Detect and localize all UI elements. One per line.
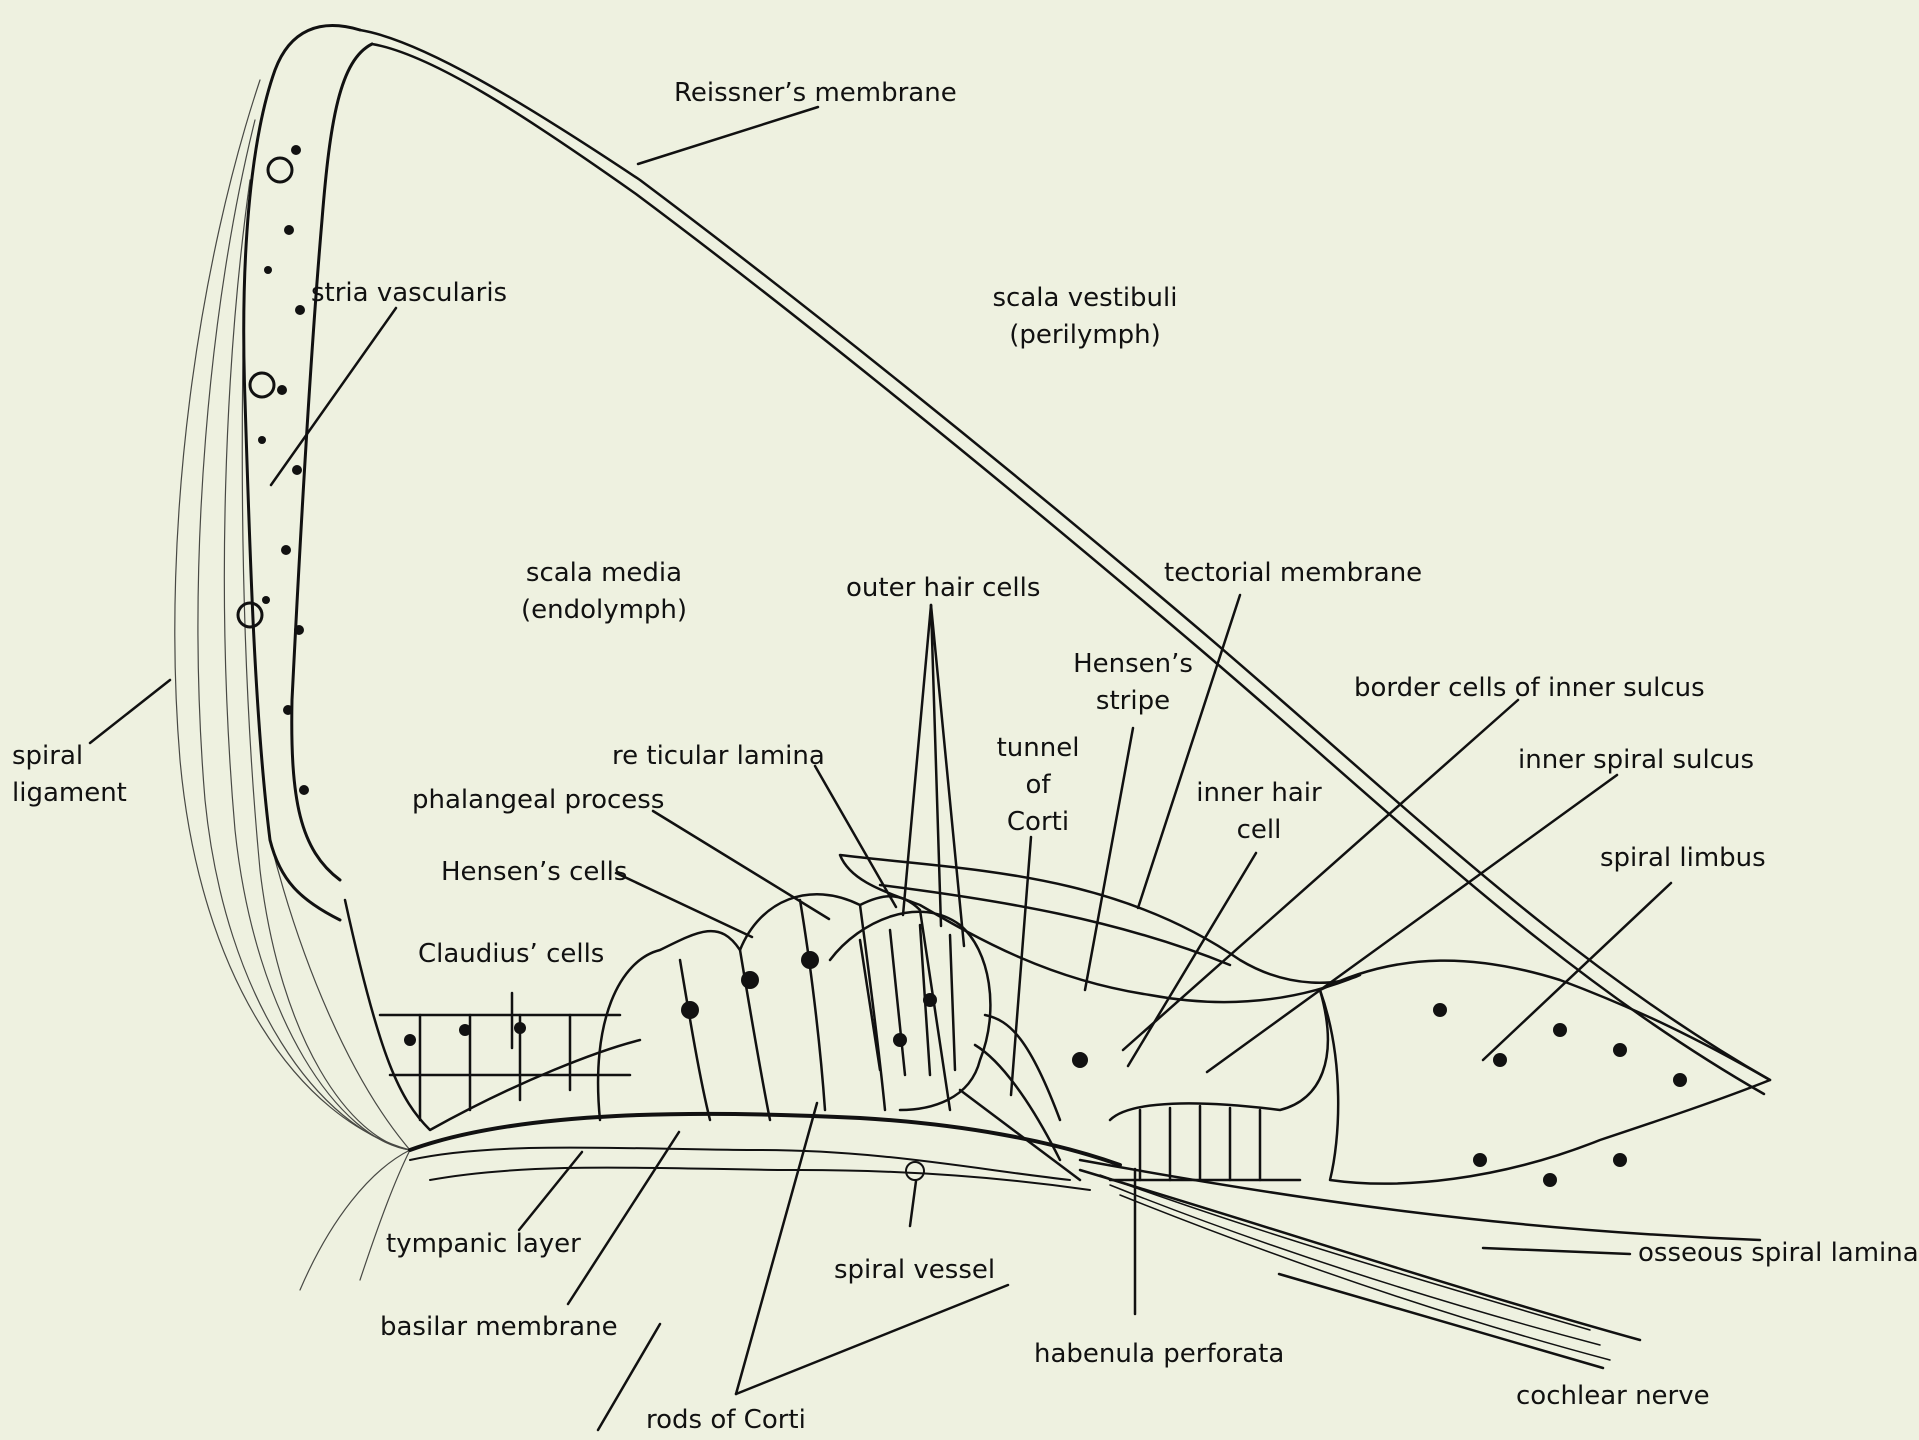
cochlear-nerve-fibers xyxy=(1100,1175,1610,1360)
label-scala-media-line2: (endolymph) xyxy=(504,592,704,629)
label-spiral-vessel: spiral vessel xyxy=(834,1252,995,1289)
label-reticular-lamina: re ticular lamina xyxy=(612,738,825,775)
label-phalangeal-process: phalangeal process xyxy=(412,782,664,819)
label-osseous-spiral-lamina: osseous spiral lamina xyxy=(1638,1235,1919,1272)
label-tunnel-of-corti-line3: Corti xyxy=(986,804,1090,841)
label-spiral-ligament: spiral ligament xyxy=(12,738,127,812)
stria-vascularis-shape xyxy=(244,26,372,920)
label-rods-of-corti: rods of Corti xyxy=(646,1402,806,1439)
label-stria-vascularis: stria vascularis xyxy=(311,275,507,312)
label-inner-hair-cell: inner hair cell xyxy=(1186,775,1332,849)
label-outer-hair-cells: outer hair cells xyxy=(846,570,1040,607)
claudius-cells-shape xyxy=(345,900,640,1130)
inner-sulcus-cells-shape xyxy=(1110,990,1328,1180)
spiral-limbus-shape xyxy=(1320,961,1770,1184)
label-tunnel-of-corti: tunnel of Corti xyxy=(986,730,1090,841)
label-reissners-membrane: Reissner’s membrane xyxy=(674,75,957,112)
label-scala-vestibuli: scala vestibuli (perilymph) xyxy=(980,280,1190,354)
label-hensens-stripe-line2: stripe xyxy=(1060,683,1206,720)
label-hensens-cells: Hensen’s cells xyxy=(441,854,627,891)
label-border-cells: border cells of inner sulcus xyxy=(1354,670,1705,707)
tympanic-layer-shape xyxy=(410,1148,1090,1191)
label-claudius-cells: Claudius’ cells xyxy=(418,936,604,973)
label-spiral-ligament-line2: ligament xyxy=(12,775,127,812)
label-inner-hair-cell-line1: inner hair xyxy=(1186,775,1332,812)
label-spiral-ligament-line1: spiral xyxy=(12,738,127,775)
label-basilar-membrane: basilar membrane xyxy=(380,1309,618,1346)
organ-of-corti-shape xyxy=(830,912,1080,1180)
label-scala-vestibuli-line1: scala vestibuli xyxy=(980,280,1190,317)
spiral-vessel-shape xyxy=(906,1162,924,1180)
label-inner-hair-cell-line2: cell xyxy=(1186,812,1332,849)
label-scala-vestibuli-line2: (perilymph) xyxy=(980,317,1190,354)
tectorial-membrane-shape xyxy=(840,855,1360,1002)
label-scala-media: scala media (endolymph) xyxy=(504,555,704,629)
label-tectorial-membrane: tectorial membrane xyxy=(1164,555,1422,592)
label-habenula-perforata: habenula perforata xyxy=(1034,1336,1284,1373)
label-tympanic-layer: tympanic layer xyxy=(386,1226,581,1263)
label-hensens-stripe: Hensen’s stripe xyxy=(1060,646,1206,720)
label-spiral-limbus: spiral limbus xyxy=(1600,840,1766,877)
basilar-membrane-shape xyxy=(410,1114,1120,1165)
label-hensens-stripe-line1: Hensen’s xyxy=(1060,646,1206,683)
label-scala-media-line1: scala media xyxy=(504,555,704,592)
label-cochlear-nerve: cochlear nerve xyxy=(1516,1378,1710,1415)
label-tunnel-of-corti-line2: of xyxy=(986,767,1090,804)
label-tunnel-of-corti-line1: tunnel xyxy=(986,730,1090,767)
label-inner-spiral-sulcus: inner spiral sulcus xyxy=(1518,742,1754,779)
